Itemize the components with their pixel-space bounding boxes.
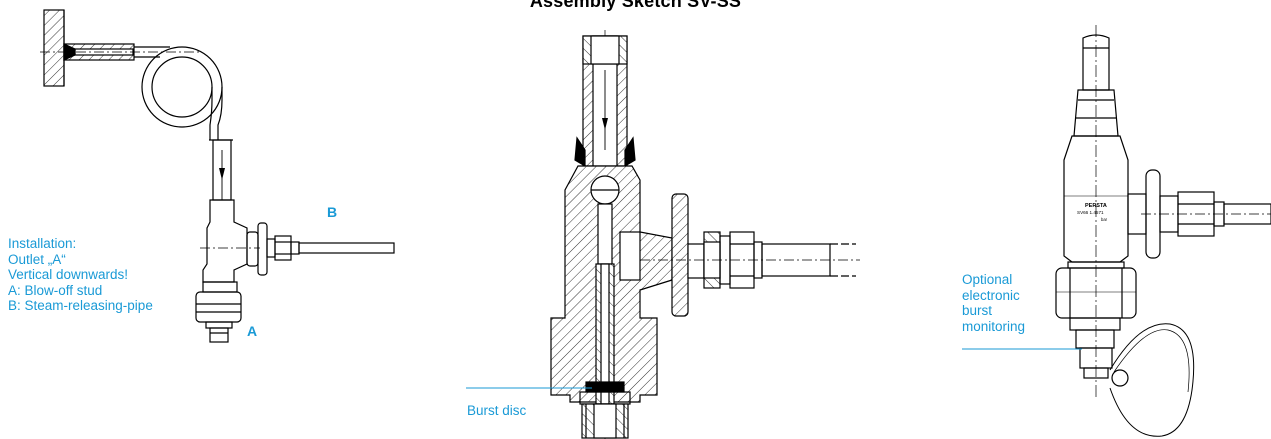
nameplate-model: SV66 1.4571 <box>1077 210 1104 215</box>
optional-line: monitoring <box>962 318 1026 334</box>
burst-nut-left <box>195 291 242 323</box>
installation-line: Installation: <box>8 236 77 251</box>
sketch-title: Assembly Sketch SV-SS <box>529 0 742 11</box>
installation-note: Installation: Outlet „A“ Vertical downwa… <box>8 236 153 314</box>
label-b: B <box>327 204 338 220</box>
top-cap <box>1082 34 1110 91</box>
optional-line: burst <box>962 303 993 318</box>
monitoring-cable <box>1109 323 1195 437</box>
optional-line: electronic <box>962 287 1020 303</box>
steam-pipe-b <box>298 242 395 254</box>
exterior-assembly <box>962 25 1271 437</box>
nameplate-brand: PERSTA <box>1085 203 1107 209</box>
label-a: A <box>247 323 258 339</box>
left-assembly <box>40 9 395 343</box>
vessel-wall <box>43 9 65 87</box>
section-assembly <box>466 30 860 439</box>
nameplate: PERSTA SV66 1.4571 bar <box>1077 203 1108 222</box>
siphon-loop-inner <box>151 56 213 118</box>
optional-line: Optional <box>962 272 1013 287</box>
installation-line: A: Blow-off stud <box>8 282 103 298</box>
siphon-loop-outer <box>141 46 223 128</box>
blow-off-stud-a <box>209 327 229 343</box>
outlet-pipe-exterior <box>1223 203 1271 225</box>
nameplate-unit: bar <box>1101 217 1108 222</box>
installation-line: B: Steam-releasing-pipe <box>8 298 153 313</box>
optional-monitoring-note: Optional electronic burst monitoring <box>962 272 1025 334</box>
valve-body-left <box>202 199 248 283</box>
installation-line: Vertical downwards! <box>8 267 129 282</box>
burst-disc-label: Burst disc <box>467 403 527 418</box>
installation-line: Outlet „A“ <box>8 251 66 267</box>
